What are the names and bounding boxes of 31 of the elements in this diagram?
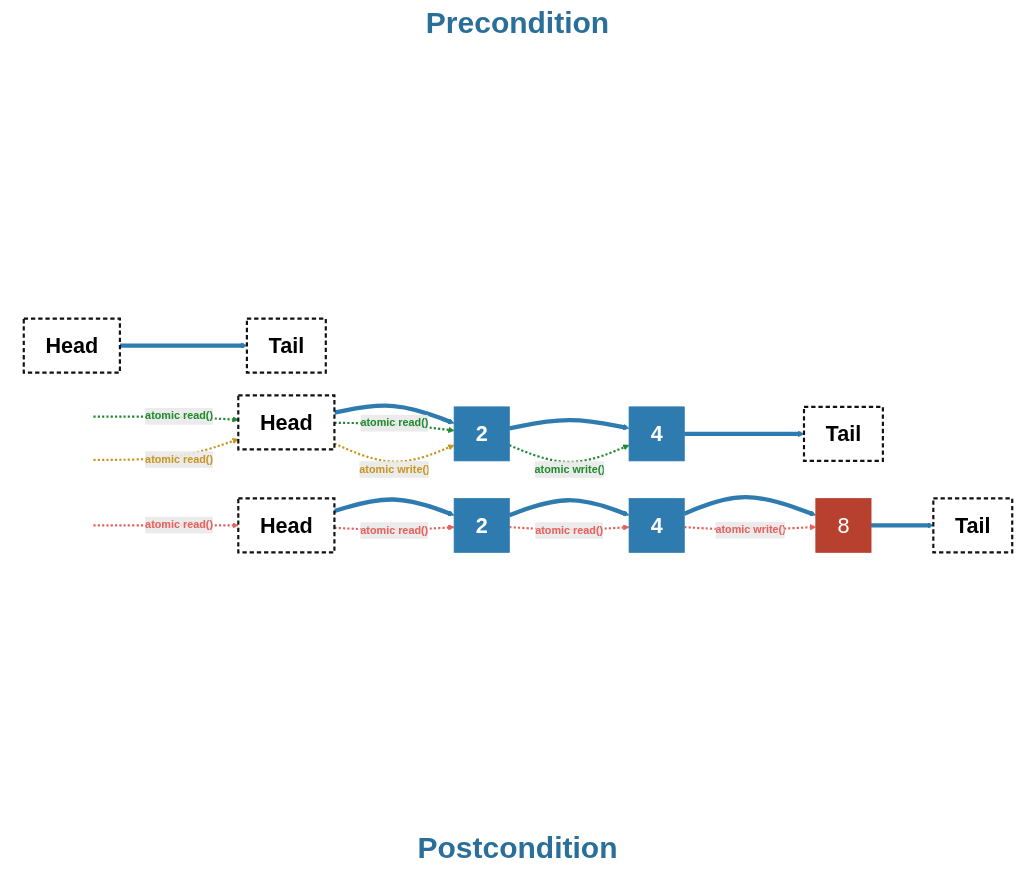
- edge-label: atomic write(): [714, 523, 786, 536]
- node-box: 4: [628, 498, 685, 553]
- arrow: [333, 403, 454, 425]
- node-box: Tail: [802, 405, 884, 462]
- edge-label: atomic read(): [144, 518, 213, 531]
- node-box: 2: [453, 498, 510, 553]
- arrow: [119, 342, 247, 349]
- edge-label: atomic read(): [144, 409, 213, 422]
- arrow: [683, 430, 804, 438]
- arrow: [333, 497, 454, 517]
- node-box: 4: [628, 406, 685, 462]
- edge-label: atomic write(): [534, 462, 605, 475]
- node-box: Tail: [931, 497, 1013, 554]
- node-box: 2: [453, 406, 510, 462]
- arrow: [508, 444, 629, 463]
- node-box: Head: [236, 497, 335, 554]
- arrow: [682, 494, 816, 517]
- arrow: [508, 418, 629, 431]
- node-box: Tail: [245, 317, 327, 374]
- edge-label: atomic read(): [360, 416, 428, 429]
- diagram-label: Precondition: [425, 6, 610, 40]
- node-box: 8: [814, 498, 871, 553]
- edge-label: atomic read(): [534, 523, 603, 536]
- node-box: Head: [22, 317, 121, 374]
- edge-label: atomic write(): [358, 462, 430, 475]
- diagram-label: Postcondition: [417, 831, 618, 865]
- arrow: [508, 498, 629, 518]
- arrow: [333, 442, 454, 463]
- node-box: Head: [236, 394, 335, 451]
- edge-label: atomic read(): [359, 523, 428, 536]
- edge-label: atomic read(): [144, 452, 213, 465]
